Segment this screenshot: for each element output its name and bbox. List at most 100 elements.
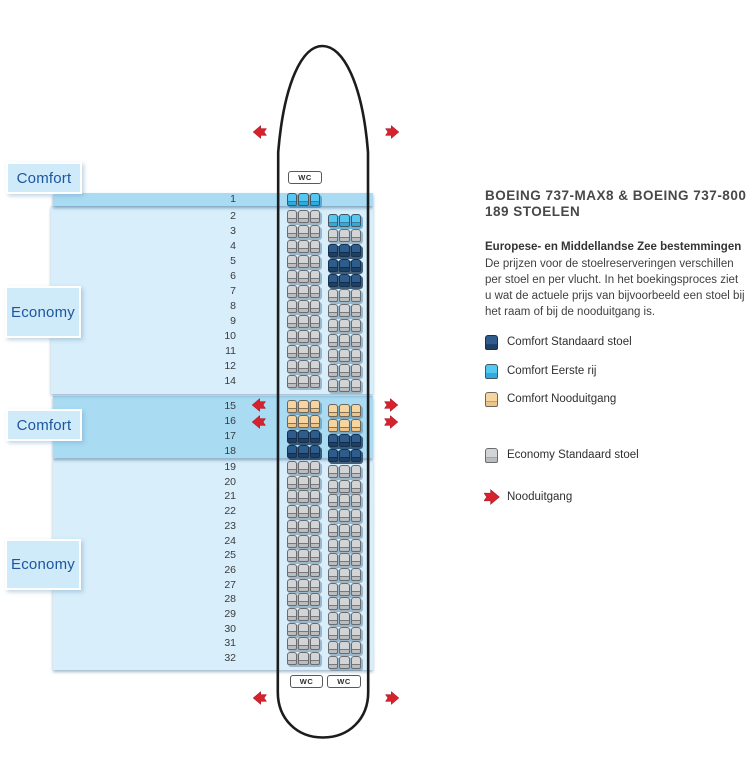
seat (328, 229, 339, 242)
seat (309, 360, 321, 373)
seat-group-eco (287, 345, 323, 360)
seat (339, 214, 350, 227)
seat (350, 597, 362, 611)
seat (339, 289, 350, 302)
seat (309, 430, 321, 443)
seat (350, 229, 362, 242)
seat (328, 449, 339, 462)
seat (287, 578, 298, 592)
seat (328, 364, 339, 377)
seat (339, 538, 350, 552)
seat (350, 214, 362, 227)
seat (298, 461, 309, 474)
seat (350, 641, 362, 655)
seat (350, 538, 362, 552)
description-heading: Europese- en Middellandse Zee bestemming… (485, 241, 742, 253)
seat (328, 214, 339, 227)
seat (298, 549, 309, 563)
seat (328, 494, 339, 508)
seat (287, 210, 298, 223)
row-number: 20 (224, 475, 236, 488)
nooduitgang-arrow-icon (252, 691, 267, 705)
row-number: 15 (224, 400, 236, 412)
seat (350, 334, 362, 347)
seat (350, 304, 362, 317)
seat (298, 475, 309, 489)
seat (328, 274, 339, 287)
row-number: 30 (224, 622, 236, 635)
seat (328, 379, 339, 392)
seat-group-eco (328, 597, 364, 613)
seat (339, 567, 350, 581)
seat (328, 582, 339, 596)
seat (287, 461, 298, 474)
row-number: 28 (224, 593, 236, 606)
row-number: 18 (224, 445, 236, 457)
wc-lavatory: WC (327, 675, 361, 688)
seat (350, 259, 362, 272)
seat-group-eco (287, 240, 323, 255)
seat (339, 465, 350, 478)
seat-group-eco (328, 319, 364, 334)
seat-group-comfort (328, 274, 364, 289)
seat-group-comfort (287, 445, 323, 460)
seat (287, 360, 298, 373)
seat (328, 509, 339, 523)
seat (298, 563, 309, 577)
seat-group-comfort (328, 259, 364, 274)
seat-group-eco (287, 285, 323, 300)
seat (287, 300, 298, 313)
seat (339, 274, 350, 287)
seat-count-title: 189 STOELEN (485, 204, 581, 219)
seat (309, 652, 321, 666)
seat (339, 334, 350, 347)
seat (298, 400, 309, 413)
seat (339, 244, 350, 257)
seat (339, 656, 350, 670)
seat-group-eco (287, 608, 323, 623)
seat (298, 193, 309, 206)
seat (309, 240, 321, 253)
seat (328, 419, 339, 432)
seat (328, 289, 339, 302)
nooduitgang-arrow-icon (384, 415, 399, 429)
seat (298, 360, 309, 373)
seat (309, 637, 321, 651)
seat (350, 449, 362, 462)
seat (350, 465, 362, 478)
seat (328, 567, 339, 581)
seat (339, 626, 350, 640)
row-number: 27 (224, 578, 236, 591)
seat (298, 375, 309, 388)
seat (328, 434, 339, 447)
seat-group-exit (328, 419, 364, 434)
seat (339, 419, 350, 432)
seat (350, 509, 362, 523)
seat-group-first (287, 193, 323, 208)
seat (287, 270, 298, 283)
legend-label: Comfort Eerste rij (507, 365, 597, 377)
seat-group-eco (287, 360, 323, 375)
seat (328, 553, 339, 567)
row-number: 5 (230, 255, 236, 267)
seat-group-eco (287, 652, 323, 668)
seat (309, 255, 321, 268)
seat (309, 563, 321, 577)
cabin-class-label: Economy (11, 303, 75, 321)
row-number: 6 (230, 270, 236, 282)
seat (309, 622, 321, 636)
seat (298, 490, 309, 504)
row-number: 8 (230, 300, 236, 312)
nooduitgang-arrow-icon (251, 398, 266, 412)
row-number: 9 (230, 315, 236, 327)
seat-group-eco (287, 578, 323, 594)
seat (309, 415, 321, 428)
seat-group-eco (328, 509, 364, 525)
seat-group-first (328, 214, 364, 229)
seat (298, 345, 309, 358)
seat (350, 656, 362, 670)
seat (350, 612, 362, 625)
seat-group-comfort (328, 244, 364, 259)
row-number: 7 (230, 285, 236, 297)
cabin-class-label-box: Economy (5, 539, 81, 590)
